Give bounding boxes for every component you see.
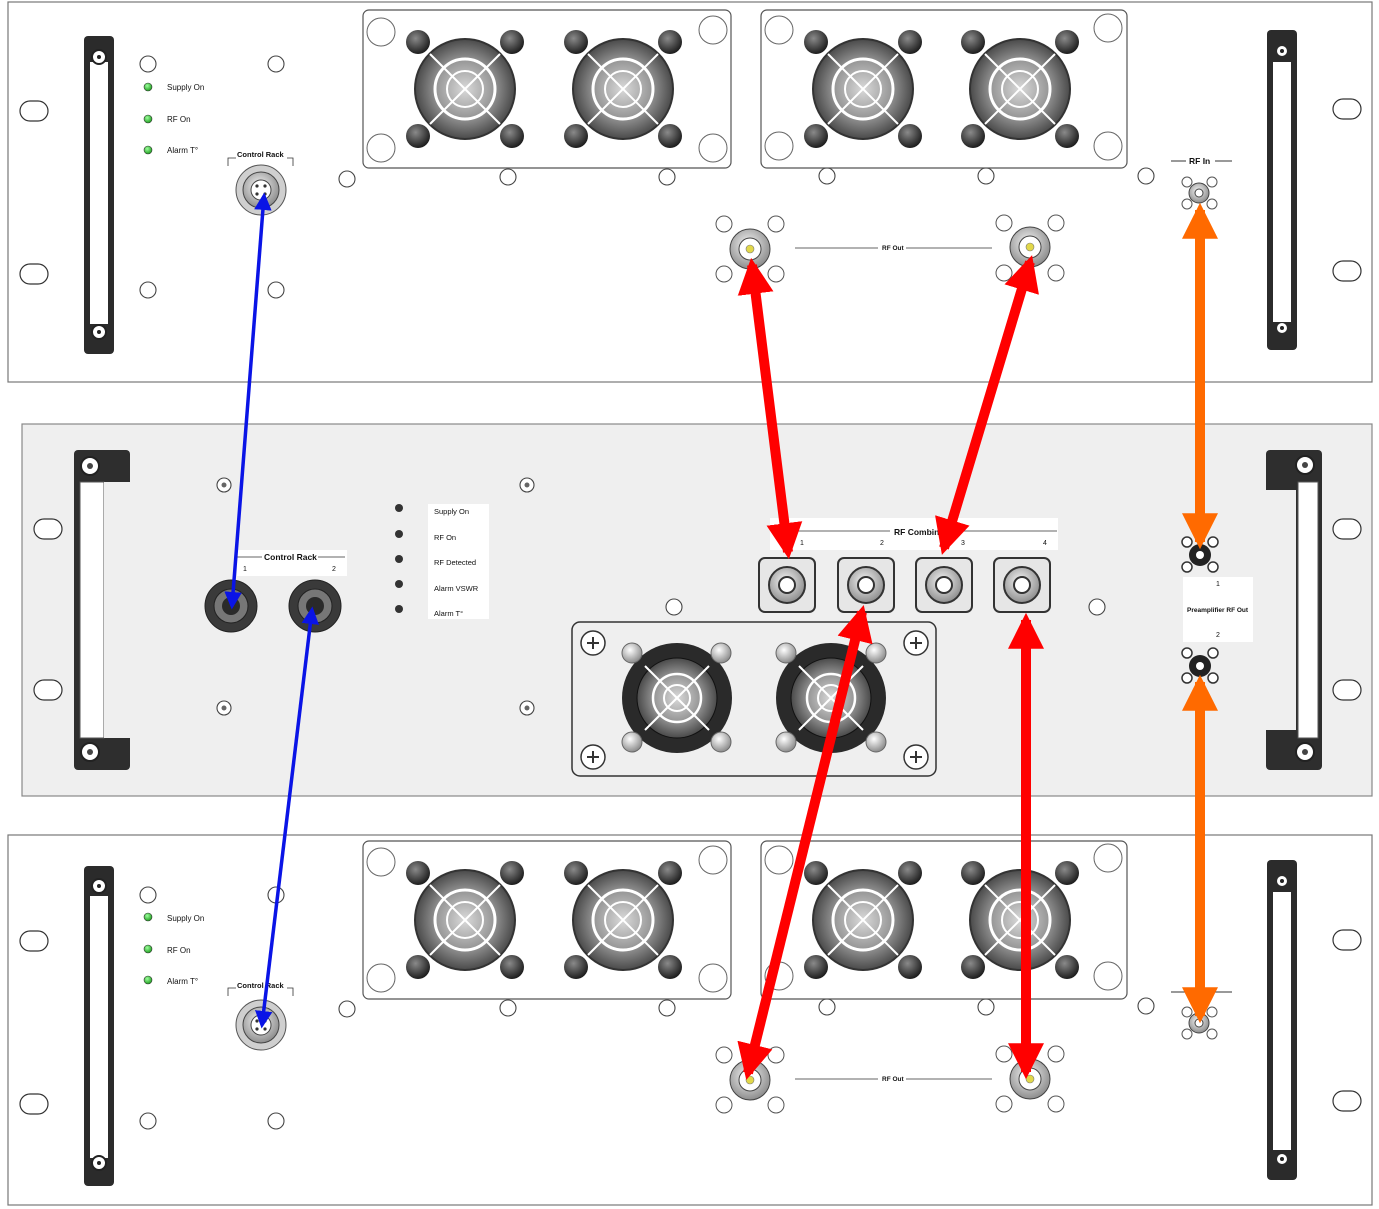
led-icon xyxy=(143,145,153,155)
status-supply-on: Supply On xyxy=(434,507,469,516)
status-rf-on: RF On xyxy=(434,533,456,542)
connector-icon[interactable] xyxy=(993,557,1051,613)
mounting-slot-icon xyxy=(19,263,49,285)
rf-cable-2 xyxy=(935,255,1039,555)
mounting-slot-icon xyxy=(19,930,49,952)
led-label-alarm-temp: Alarm T° xyxy=(167,146,198,155)
rack-handle-icon[interactable] xyxy=(74,450,130,770)
top-led-group: Supply On RF On Alarm T° xyxy=(143,82,204,155)
fan-icon xyxy=(564,30,682,148)
control-rack-label: Control Rack xyxy=(237,981,285,990)
rack-handle-icon[interactable] xyxy=(1267,30,1297,350)
connector-icon[interactable] xyxy=(837,557,895,613)
control-rack-port-2: 2 xyxy=(332,566,336,573)
rf-combiner-port-2: 2 xyxy=(880,540,884,547)
connector-icon[interactable] xyxy=(915,557,973,613)
led-icon xyxy=(143,114,153,124)
connector-icon[interactable] xyxy=(235,999,287,1051)
bottom-fan-module-right xyxy=(760,840,1128,1000)
rf-out-label: RF Out xyxy=(882,245,904,252)
preamp-label: Preamplifier RF Out xyxy=(1187,607,1249,614)
rf-combiner-port-1: 1 xyxy=(800,540,804,547)
top-fan-module-right xyxy=(760,9,1128,169)
mounting-slot-icon xyxy=(1332,98,1362,120)
led-icon xyxy=(143,912,153,922)
top-fan-module-left xyxy=(362,9,732,169)
top-unit: Supply On RF On Alarm T° Control Rack xyxy=(7,1,1373,383)
mounting-slot-icon xyxy=(33,679,63,701)
bottom-unit: Supply On RF On Alarm T° Control Rack xyxy=(7,834,1373,1206)
led-label-rf-on: RF On xyxy=(167,946,191,955)
mounting-slot-icon xyxy=(1332,260,1362,282)
middle-fan-tray xyxy=(571,621,937,777)
mounting-slot-icon xyxy=(19,100,49,122)
connector-icon[interactable] xyxy=(288,579,342,633)
screw-icon xyxy=(139,55,1155,299)
control-cable-top xyxy=(224,192,272,610)
rf-in-label: RF In xyxy=(1189,156,1210,166)
rack-handle-icon[interactable] xyxy=(1267,860,1297,1180)
led-icon xyxy=(143,975,153,985)
fan-icon xyxy=(804,861,922,979)
mounting-slot-icon xyxy=(33,518,63,540)
fan-icon xyxy=(406,30,524,148)
led-icon xyxy=(143,944,153,954)
fan-icon xyxy=(621,642,732,753)
rack-handle-icon[interactable] xyxy=(1266,450,1322,770)
status-alarm-temp: Alarm T° xyxy=(434,609,463,618)
rack-handle-icon[interactable] xyxy=(84,866,114,1186)
preamp-port-1: 1 xyxy=(1216,581,1220,588)
mounting-slot-icon xyxy=(1332,679,1362,701)
led-icon xyxy=(395,504,403,613)
preamp-port-2: 2 xyxy=(1216,632,1220,639)
mounting-slot-icon xyxy=(19,1093,49,1115)
bottom-led-group: Supply On RF On Alarm T° xyxy=(143,912,204,986)
mounting-slot-icon xyxy=(1332,929,1362,951)
fan-icon xyxy=(961,861,1079,979)
rf-combiner-label: RF Combiner xyxy=(894,527,948,537)
fan-icon xyxy=(804,30,922,148)
led-label-rf-on: RF On xyxy=(167,115,191,124)
rf-cable-3 xyxy=(737,605,873,1080)
rf-out-label: RF Out xyxy=(882,1076,904,1083)
rf-cable-1 xyxy=(737,257,803,560)
fan-icon xyxy=(961,30,1079,148)
control-rack-label: Control Rack xyxy=(237,150,285,159)
connector-icon[interactable] xyxy=(235,164,287,216)
led-icon xyxy=(143,82,153,92)
led-label-supply-on: Supply On xyxy=(167,914,204,923)
led-label-alarm-temp: Alarm T° xyxy=(167,977,198,986)
bottom-fan-module-left xyxy=(362,840,732,1000)
mounting-slot-icon xyxy=(1332,1090,1362,1112)
mounting-slot-icon xyxy=(1332,518,1362,540)
middle-status-panel: Supply On RF On RF Detected Alarm VSWR A… xyxy=(395,504,489,619)
led-label-supply-on: Supply On xyxy=(167,83,204,92)
rf-combiner-port-4: 4 xyxy=(1043,540,1047,547)
rack-handle-icon[interactable] xyxy=(84,36,114,354)
control-rack-label: Control Rack xyxy=(264,552,317,562)
connector-icon[interactable] xyxy=(758,557,816,613)
status-alarm-vswr: Alarm VSWR xyxy=(434,584,479,593)
fan-icon xyxy=(564,861,682,979)
middle-unit: Control Rack 1 2 Supply On RF On RF Dete… xyxy=(21,423,1373,797)
cables xyxy=(224,192,1218,1080)
control-rack-port-1: 1 xyxy=(243,566,247,573)
rf-combiner-port-3: 3 xyxy=(961,540,965,547)
status-rf-detected: RF Detected xyxy=(434,558,476,567)
control-cable-bottom xyxy=(254,606,320,1029)
connector-icon[interactable] xyxy=(204,579,258,633)
fan-icon xyxy=(406,861,524,979)
